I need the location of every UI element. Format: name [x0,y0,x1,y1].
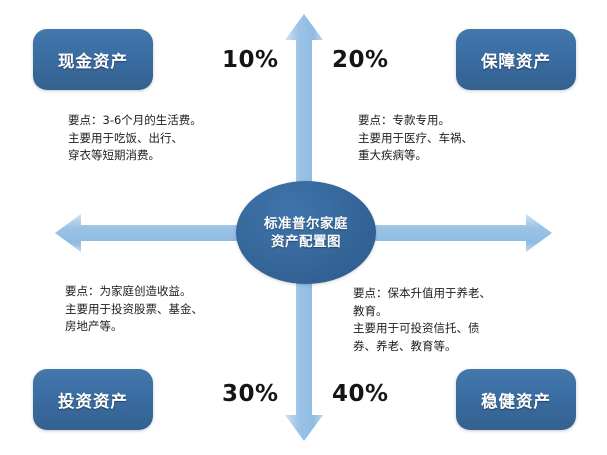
note-text-protection: 要点：专款专用。 主要用于医疗、车祸、 重大疾病等。 [358,113,473,162]
center-title-line-1: 标准普尔家庭 [264,215,348,232]
arrow-left-icon [55,214,255,252]
percent-label-protection: 20% [332,47,389,73]
percent-label-cash: 10% [222,47,279,73]
category-box-steady[interactable]: 稳健资产 [456,369,576,430]
arrow-up-icon [285,14,323,189]
note-text-steady: 要点：保本升值用于养老、 教育。 主要用于可投资信托、债 券、养老、教育等。 [353,286,491,353]
category-label-cash: 现金资产 [58,51,128,71]
percent-label-steady: 40% [332,381,389,407]
arrow-right-icon [352,214,552,252]
arrow-down-icon [285,266,323,441]
note-text-investment: 要点：为家庭创造收益。 主要用于投资股票、基金、 房地产等。 [65,284,203,333]
percent-label-investment: 30% [222,381,279,407]
category-box-protection[interactable]: 保障资产 [456,29,576,90]
category-label-investment: 投资资产 [58,391,128,411]
category-box-cash[interactable]: 现金资产 [33,29,153,90]
category-label-protection: 保障资产 [481,51,551,71]
center-title-line-2: 资产配置图 [271,233,341,250]
category-label-steady: 稳健资产 [481,391,551,411]
center-title-circle: 标准普尔家庭 资产配置图 [236,181,376,284]
category-box-investment[interactable]: 投资资产 [33,369,153,430]
note-text-cash: 要点：3-6个月的生活费。 主要用于吃饭、出行、 穿衣等短期消费。 [68,113,202,162]
